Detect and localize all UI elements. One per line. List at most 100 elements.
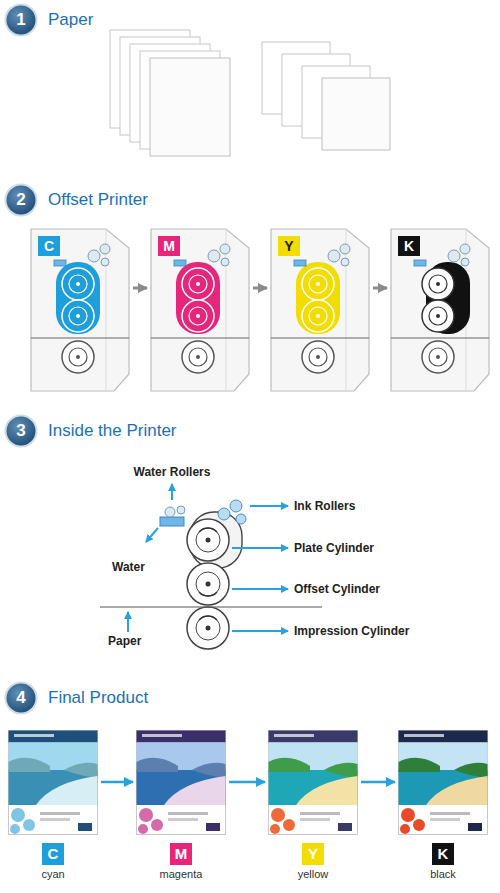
- leader-arrow: [232, 630, 288, 632]
- poster-logo: [206, 823, 220, 831]
- poster-flower: [151, 819, 163, 831]
- flow-arrow: [373, 287, 387, 290]
- cylinder-axle: [316, 355, 320, 359]
- ink-roller: [220, 244, 230, 254]
- cylinder-ring: [196, 616, 220, 640]
- color-square: C: [42, 843, 64, 865]
- color-name: cyan: [0, 867, 108, 881]
- flow-arrow: [361, 781, 395, 784]
- paper-sheet: [322, 78, 390, 150]
- poster-sheet: [137, 731, 226, 835]
- rotation-mark: [199, 528, 217, 532]
- section-badge: 4Final Product: [4, 681, 38, 715]
- poster-beach: [36, 776, 98, 805]
- cylinder: [302, 341, 334, 373]
- cylinder-ring: [196, 572, 220, 596]
- poster-text-bar: [40, 818, 70, 821]
- poster-text-bar: [430, 818, 460, 821]
- color-name: black: [388, 867, 498, 881]
- cylinder: [422, 341, 454, 373]
- poster-proof-art: [268, 730, 358, 835]
- cylinder-ring: [189, 307, 207, 325]
- leader-arrow: [171, 484, 173, 500]
- printer-casing: [271, 229, 369, 391]
- cylinder: [182, 268, 214, 300]
- poster-flower: [413, 819, 425, 831]
- color-tag: M: [158, 236, 180, 256]
- poster-text-bar: [300, 818, 330, 821]
- offset-cylinder: [187, 563, 229, 605]
- cylinder-axle: [76, 355, 80, 359]
- poster-flower: [23, 819, 35, 831]
- flow-arrow: [253, 287, 267, 290]
- section-badge: 2Offset Printer: [4, 183, 38, 217]
- paper-path: [100, 606, 322, 607]
- paper-stack: [110, 30, 230, 156]
- cylinder-ring: [189, 348, 207, 366]
- cylinder-ring: [69, 307, 87, 325]
- poster-flower: [283, 819, 295, 831]
- ink-roller: [448, 250, 460, 262]
- printer-unit: K: [390, 228, 490, 392]
- cylinder: [302, 300, 334, 332]
- poster-logo: [338, 823, 352, 831]
- poster-proof-art: [398, 730, 488, 835]
- poster-sheet: [9, 731, 98, 835]
- poster-proof-art: [8, 730, 98, 835]
- print-proof: Mmagenta: [136, 730, 226, 835]
- poster-title-bar: [274, 734, 314, 737]
- water-tray: [54, 260, 66, 266]
- ink-roller: [340, 244, 350, 254]
- printer-cross-section: [100, 500, 322, 649]
- print-proof: Yyellow: [268, 730, 358, 835]
- cylinder-ring: [429, 307, 447, 325]
- paper-stack: [262, 42, 390, 150]
- step-number: 2: [4, 183, 38, 217]
- color-name: yellow: [258, 867, 368, 881]
- ink-roller: [218, 508, 230, 520]
- poster-band: [137, 731, 226, 743]
- ink-roller: [460, 244, 470, 254]
- cylinder-axle: [206, 626, 211, 631]
- ink-blob: [56, 262, 100, 334]
- rotation-mark: [199, 592, 217, 596]
- part-label: Plate Cylinder: [294, 541, 374, 556]
- ink-roller: [328, 250, 340, 262]
- color-tag: C: [38, 236, 60, 256]
- cylinder-axle: [316, 314, 320, 318]
- cylinder-axle: [206, 538, 211, 543]
- color-square: M: [170, 843, 192, 865]
- ink-roller: [100, 244, 110, 254]
- part-label: Water Rollers: [110, 465, 234, 480]
- printer-unit: Y: [270, 228, 370, 392]
- section-badge: 3Inside the Printer: [4, 414, 38, 448]
- part-label: Ink Rollers: [294, 499, 355, 514]
- poster-flower: [11, 808, 25, 822]
- cylinder: [302, 268, 334, 300]
- cylinder-ring: [309, 307, 327, 325]
- cylinder: [182, 300, 214, 332]
- color-name: magenta: [126, 867, 236, 881]
- leader-arrow: [250, 505, 288, 507]
- cylinder-ring: [429, 275, 447, 293]
- printer-casing: [391, 229, 489, 391]
- poster-logo: [78, 823, 92, 831]
- color-tag: K: [398, 236, 420, 256]
- printer-unit: M: [150, 228, 250, 392]
- poster-headland: [9, 758, 51, 772]
- water-tray: [294, 260, 306, 266]
- part-label: Offset Cylinder: [294, 582, 380, 597]
- poster-flower: [139, 808, 153, 822]
- color-square: K: [432, 843, 454, 865]
- section-heading: Paper: [48, 10, 93, 30]
- step-number: 1: [4, 3, 38, 37]
- cylinder: [422, 268, 454, 300]
- poster-flower: [401, 808, 415, 822]
- poster-sheet: [399, 731, 488, 835]
- cylinder-ring: [189, 275, 207, 293]
- part-label: Water: [112, 560, 145, 575]
- cylinder-ring: [196, 528, 220, 552]
- paper-sheet: [150, 58, 230, 156]
